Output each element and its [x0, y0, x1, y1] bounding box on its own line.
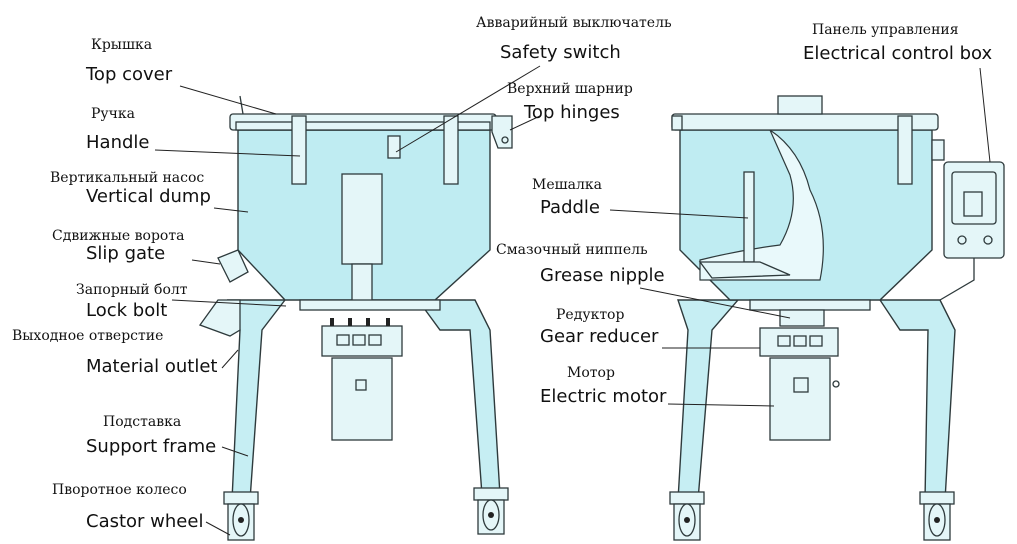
safety-switch-ru: Авварийный выключатель — [476, 15, 672, 31]
support-frame-ru: Подставка — [103, 414, 182, 430]
right-control-box — [931, 139, 1005, 301]
lock-bolt-ru: Запорный болт — [76, 282, 188, 298]
right-gear-reducer — [759, 327, 839, 357]
left-material-outlet — [198, 299, 241, 337]
control-box-en: Electrical control box — [803, 43, 993, 64]
material-outlet-ru: Выходное отверстие — [12, 328, 164, 344]
left-motor — [331, 357, 393, 441]
slip-gate-en: Slip gate — [86, 243, 166, 264]
left-vertical-tube — [341, 173, 383, 265]
grease-nipple-ru: Смазочный ниппель — [496, 242, 648, 258]
vertical-dump-ru: Вертикальный насос — [50, 170, 205, 186]
paddle-en: Paddle — [540, 197, 601, 218]
safety-switch-en: Safety switch — [500, 42, 621, 63]
support-frame-en: Support frame — [86, 436, 217, 457]
grease-nipple-en: Grease nipple — [540, 265, 665, 286]
left-mixer — [198, 95, 513, 541]
right-motor — [769, 357, 831, 441]
left-hinge — [491, 115, 513, 149]
right-mixer — [669, 95, 1005, 541]
castor-wheel-en: Castor wheel — [86, 511, 204, 532]
left-gear-reducer — [321, 318, 403, 357]
electric-motor-ru: Мотор — [567, 365, 615, 381]
right-leg-right — [878, 299, 956, 501]
right-leg-left — [677, 299, 740, 501]
castor-wheel-ru: Пворотное колесо — [52, 482, 187, 498]
top-cover-en: Top cover — [86, 64, 173, 85]
left-leg-right — [416, 299, 501, 496]
left-handle-2 — [443, 115, 459, 185]
handle-ru: Ручка — [91, 106, 136, 122]
gear-reducer-en: Gear reducer — [540, 326, 659, 347]
slip-gate-ru: Сдвижные ворота — [52, 228, 185, 244]
right-wheel-right — [919, 491, 955, 541]
top-hinges-ru: Верхний шарнир — [507, 81, 633, 97]
left-slip-gate — [217, 249, 249, 283]
electric-motor-en: Electric motor — [540, 386, 667, 407]
paddle-ru: Мешалка — [532, 177, 602, 193]
leader-lines — [154, 65, 991, 536]
right-paddle — [743, 171, 755, 263]
left-wheel-right — [473, 487, 509, 535]
top-cover-ru: Крышка — [91, 37, 153, 53]
left-wheel-left — [223, 491, 259, 541]
vertical-dump-en: Vertical dump — [86, 186, 211, 207]
material-outlet-en: Material outlet — [86, 356, 218, 377]
lock-bolt-en: Lock bolt — [86, 300, 168, 321]
left-safety-switch — [387, 135, 401, 159]
top-hinges-en: Top hinges — [524, 102, 620, 123]
right-grease-nipple — [779, 309, 825, 327]
gear-reducer-ru: Редуктор — [556, 307, 625, 323]
control-box-ru: Панель управления — [812, 22, 959, 38]
handle-en: Handle — [86, 132, 150, 153]
left-handle-1 — [291, 115, 307, 185]
right-wheel-left — [669, 491, 705, 541]
